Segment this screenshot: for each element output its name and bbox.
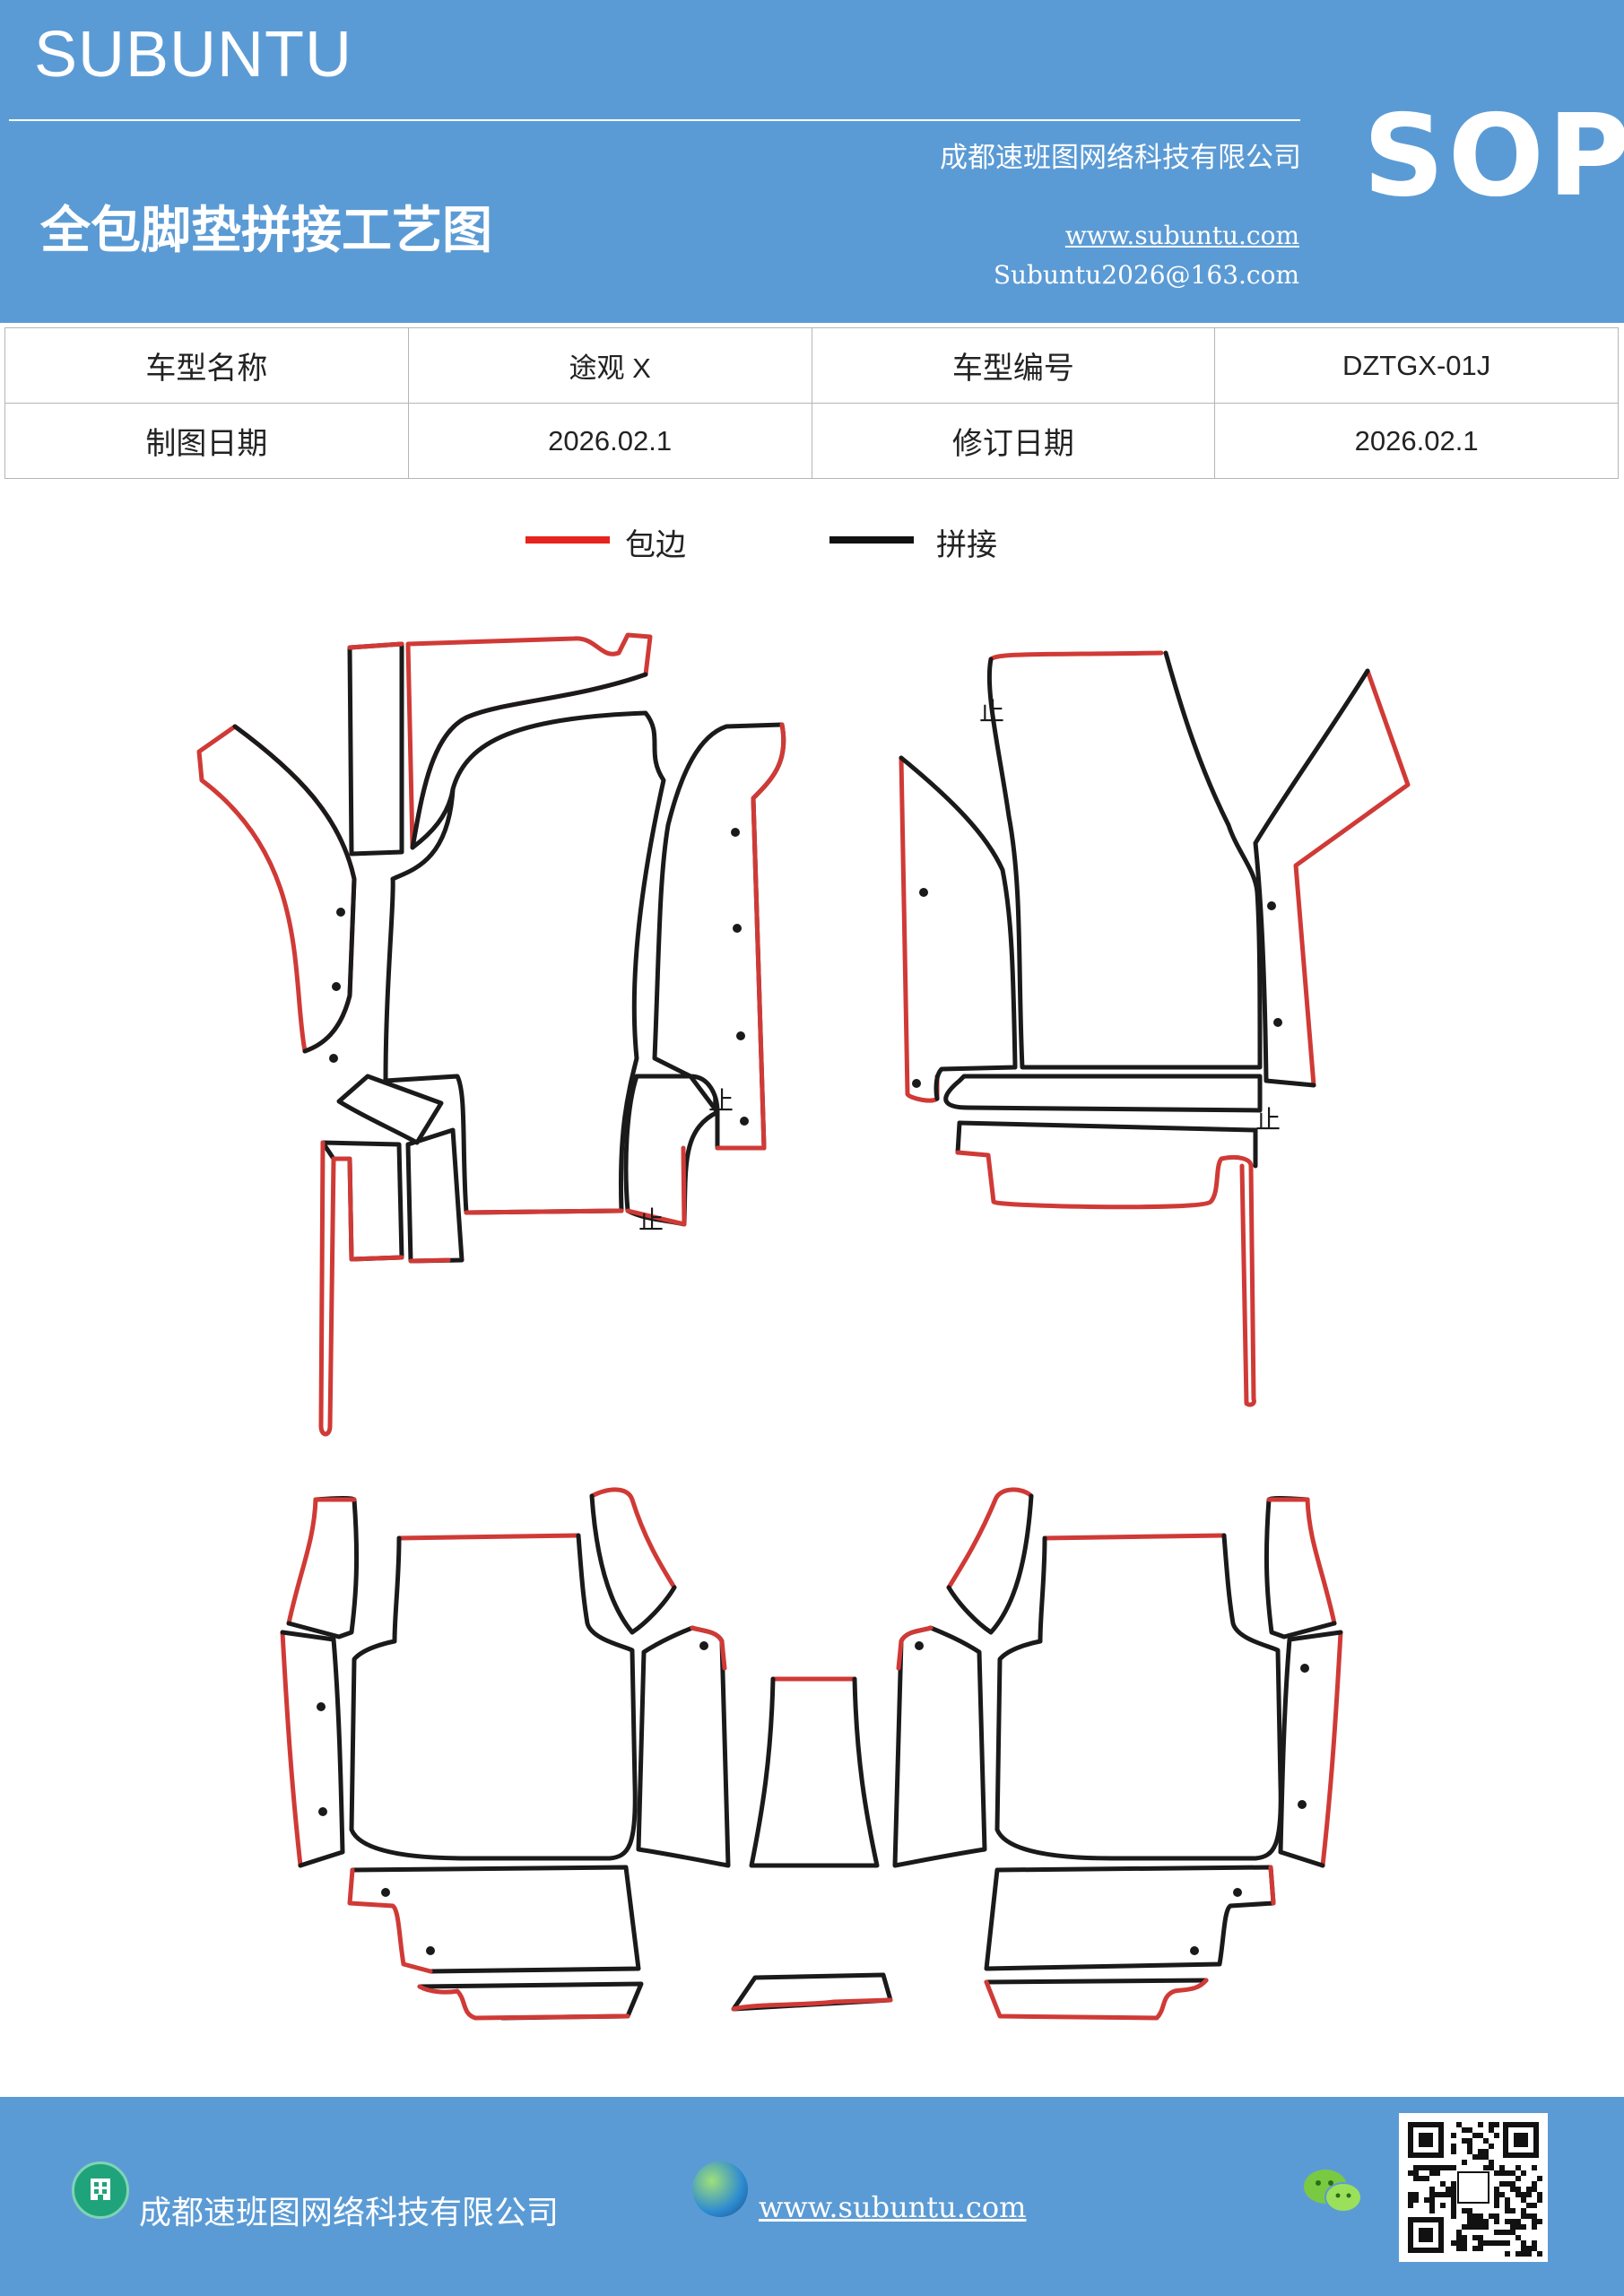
legend-swatch-edge (525, 536, 610, 544)
qr-code (1399, 2113, 1548, 2262)
header-divider (9, 119, 1300, 121)
footer-banner: 成都速班图网络科技有限公司 www.subuntu.com (0, 2097, 1624, 2296)
company-name: 成都速班图网络科技有限公司 (940, 142, 1301, 174)
header-banner: SUBUNTU 成都速班图网络科技有限公司 全包脚垫拼接工艺图 www.subu… (0, 0, 1624, 323)
value-drawing-date: 2026.02.1 (407, 403, 812, 479)
label-model-name: 车型名称 (4, 327, 409, 404)
legend-label-seam: 拼接 (936, 527, 997, 563)
globe-icon (692, 2161, 748, 2217)
footer-company-name: 成都速班图网络科技有限公司 (139, 2195, 560, 2231)
mat-piece (383, 710, 666, 1215)
building-icon (72, 2161, 129, 2219)
footer-website-link[interactable]: www.subuntu.com (759, 2190, 1027, 2224)
website-link[interactable]: www.subuntu.com (1064, 221, 1299, 250)
front-right-mat-group: 止 止 (899, 650, 1411, 1407)
email-address: Subuntu2026@163.com (993, 260, 1299, 290)
value-revision-date: 2026.02.1 (1214, 403, 1619, 479)
front-left-mat-group: 止 止 (196, 632, 786, 1437)
stop-mark: 止 (708, 1086, 734, 1116)
sop-badge: SOP (1363, 90, 1624, 222)
table-row: 车型名称 途观 X 车型编号 DZTGX-01J (4, 327, 1619, 404)
stop-mark: 止 (979, 697, 1004, 726)
label-revision-date: 修订日期 (811, 403, 1216, 479)
center-mat-group (731, 1676, 893, 2012)
legend-label-edge: 包边 (625, 527, 686, 563)
brand-name: SUBUNTU (34, 19, 353, 91)
legend: 包边 拼接 (0, 520, 1624, 574)
stop-mark: 止 (638, 1205, 664, 1235)
rear-left-mat-group (280, 1487, 731, 2021)
label-drawing-date: 制图日期 (4, 403, 409, 479)
stop-mark: 止 (1255, 1105, 1281, 1135)
label-model-code: 车型编号 (811, 327, 1216, 404)
document-title: 全包脚垫拼接工艺图 (40, 201, 492, 260)
floor-mat-diagram: 止 止 止 止 (196, 632, 1411, 2021)
value-model-code: DZTGX-01J (1214, 327, 1619, 404)
legend-swatch-seam (829, 536, 914, 544)
value-model-name: 途观 X (407, 327, 812, 404)
info-table: 车型名称 途观 X 车型编号 DZTGX-01J 制图日期 2026.02.1 … (4, 327, 1619, 479)
table-row: 制图日期 2026.02.1 修订日期 2026.02.1 (4, 403, 1619, 479)
rear-right-mat-group (892, 1487, 1343, 2021)
wechat-icon (1302, 2165, 1365, 2222)
mat-piece (196, 724, 357, 1054)
